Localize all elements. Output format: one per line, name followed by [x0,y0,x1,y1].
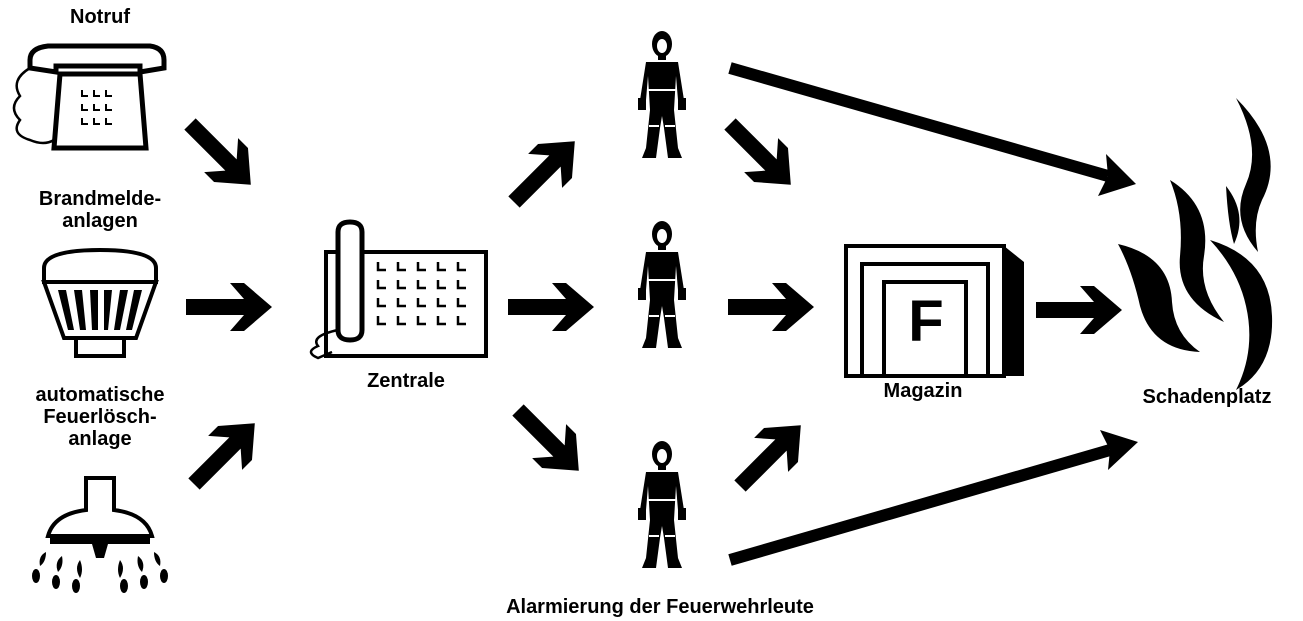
switchboard-icon [309,219,488,360]
telephone-icon [12,43,167,151]
arrow-zentrale-firefighter-top [497,124,592,219]
arrow-firefighter-top-magazin [713,107,808,202]
arrow-firefighter-bottom-magazin [723,408,818,503]
label-brandmeldeanlagen: Brandmelde- anlagen [10,188,190,232]
firefighter-icon-middle [637,220,687,349]
label-zentrale: Zentrale [367,370,445,392]
label-automatische-feuerloeschanlage: automatische Feuerlösch- anlage [0,384,200,450]
label-schadenplatz: Schadenplatz [1142,386,1272,408]
arrow-magazin-schadenplatz [1036,286,1122,334]
label-brandmelde-line1: Brandmelde- [38,188,162,210]
arrow-brandmelde-zentrale [186,283,272,331]
arrow-firefighter-top-schadenplatz [728,62,1136,196]
firefighter-icon-top [637,30,687,159]
label-alarmierung: Alarmierung der Feuerwehrleute [506,596,814,618]
arrow-zentrale-firefighter-bottom [501,393,596,488]
garage-sign-letter: F [908,289,944,354]
sprinkler-icon [32,476,168,593]
label-notruf: Notruf [70,6,130,28]
arrow-firefighter-middle-magazin [728,283,814,331]
flames-icon [1118,98,1273,390]
garage-icon [844,244,1024,378]
label-brandmelde-line2: anlagen [62,210,138,232]
label-magazin: Magazin [883,380,963,402]
label-auto-line1: automatische [35,384,165,406]
label-auto-line2: Feuerlösch- [43,406,157,428]
label-auto-line3: anlage [68,428,132,450]
arrow-zentrale-firefighter-middle [508,283,594,331]
arrow-firefighter-bottom-schadenplatz [728,430,1138,566]
firefighter-icon-bottom [637,440,687,569]
smoke-detector-icon [41,247,159,358]
